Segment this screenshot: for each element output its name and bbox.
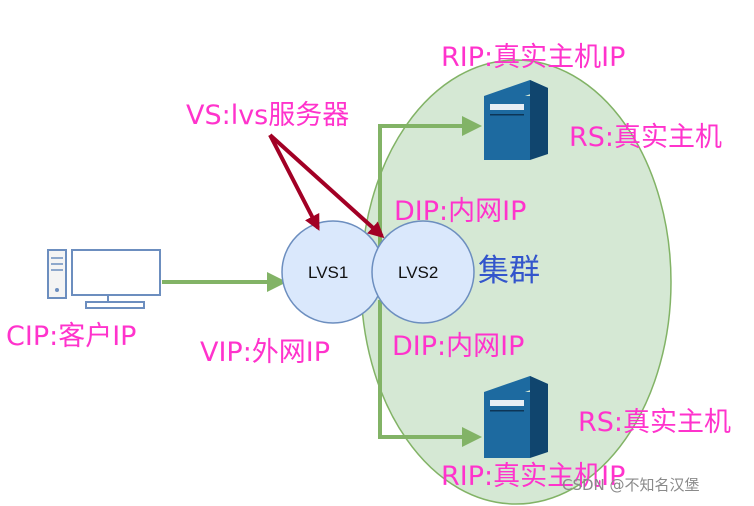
server-tower-icon <box>484 376 548 458</box>
lvs2-label: LVS2 <box>398 263 439 282</box>
rip-top-label: RIP:真实主机IP <box>441 42 626 73</box>
watermark: CSDN @不知名汉堡 <box>562 476 700 494</box>
dip-top-label: DIP:内网IP <box>394 196 527 227</box>
desktop-computer-icon <box>47 249 161 309</box>
server-tower-icon <box>484 80 548 160</box>
vs-pointer-arrows <box>268 133 385 239</box>
cip-label: CIP:客户IP <box>6 321 137 352</box>
dip-bottom-label: DIP:内网IP <box>392 331 525 362</box>
cluster-label: 集群 <box>478 253 540 289</box>
vs-to-lvs1-arrow <box>268 134 320 231</box>
vs-label: VS:lvs服务器 <box>186 100 350 131</box>
lvs2-node <box>371 220 475 324</box>
rs-bottom-label: RS:真实主机 <box>578 407 731 438</box>
lvs1-label: LVS1 <box>308 263 349 282</box>
vs-to-lvs2-arrow <box>268 133 385 239</box>
rip-bottom-label: RIP:真实主机IP <box>441 461 626 492</box>
rs-top-label: RS:真实主机 <box>569 122 722 153</box>
lvs-to-server-bottom-arrow <box>378 300 482 447</box>
vip-label: VIP:外网IP <box>200 337 331 368</box>
